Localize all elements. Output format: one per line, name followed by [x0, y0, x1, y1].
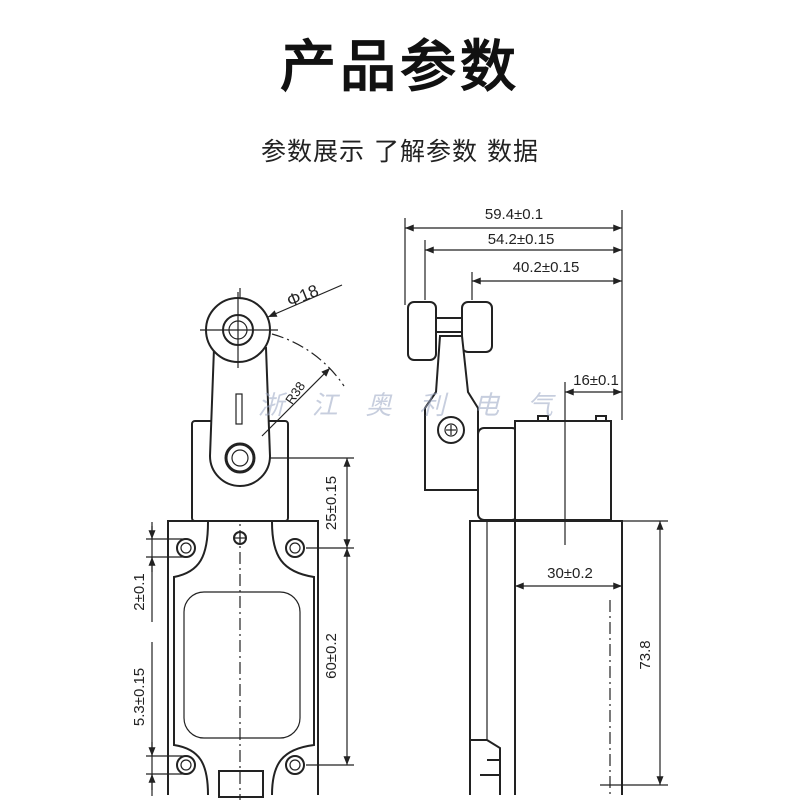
roller-diameter-label: Φ18	[284, 281, 321, 311]
body-recess-outline	[173, 521, 315, 796]
switch-head-side-neck	[477, 427, 519, 521]
bottom-tab	[218, 770, 264, 798]
side-view: 59.4±0.1 54.2±0.15 40.2±0.15	[404, 206, 668, 795]
top-hole-offset-label: 2±0.1	[131, 573, 148, 610]
page-title: 产品参数	[280, 35, 520, 100]
hole-spacing-label: 60±0.2	[323, 633, 340, 679]
mounting-hole-top-right	[285, 538, 305, 558]
pivot-width-label: 40.2±0.15	[513, 259, 580, 276]
front-view: Φ18 R38 25±0.15 60±0.2 2±0.1	[131, 281, 354, 800]
body-side-foot	[470, 739, 501, 795]
roller-side-right	[461, 301, 493, 353]
pivot-shaft	[224, 442, 256, 474]
page-subtitle: 参数展示 了解参数 数据	[261, 137, 539, 166]
roller-width-label: 54.2±0.15	[488, 231, 555, 248]
pivot-to-hole-label: 25±0.15	[323, 476, 340, 530]
overall-width-label: 59.4±0.1	[485, 206, 543, 223]
head-step-label: 16±0.1	[573, 372, 619, 389]
switch-head-side	[514, 420, 612, 521]
roller-side-left	[407, 301, 437, 361]
arm-radius-leader	[261, 367, 331, 437]
body-height-label: 73.8	[637, 640, 654, 669]
roller-axle	[435, 317, 465, 333]
head-tab-left	[537, 415, 549, 422]
body-outline	[167, 520, 319, 795]
roller-diameter-leader	[267, 284, 343, 318]
pivot-screw	[437, 416, 465, 444]
lever-slot	[235, 393, 243, 425]
lever-arm	[208, 347, 272, 487]
body-side-outline	[469, 520, 623, 795]
cover-screw	[233, 531, 247, 545]
head-tab-right	[595, 415, 607, 422]
roller	[200, 292, 278, 368]
mounting-hole-bottom-right	[285, 755, 305, 775]
body-depth-label: 30±0.2	[547, 565, 593, 582]
mounting-hole-bottom-left	[176, 755, 196, 775]
arm-radius-arc	[271, 333, 345, 387]
mounting-hole-top-left	[176, 538, 196, 558]
bottom-hole-offset-label: 5.3±0.15	[131, 668, 148, 726]
body-inner-panel	[183, 591, 301, 739]
